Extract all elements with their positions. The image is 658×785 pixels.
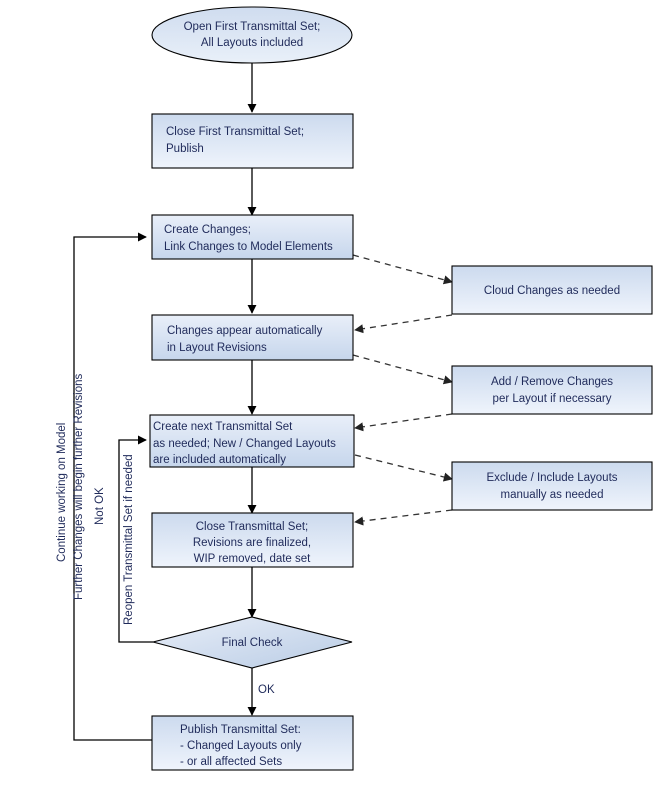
node-line: - Changed Layouts only (180, 740, 302, 752)
rect-shape (151, 214, 354, 260)
edge-label-further-changes: Further Changes will begin further Revis… (73, 373, 85, 600)
node-line: Open First Transmittal Set; (184, 21, 321, 33)
link-cloud-changes-to-changes-appear (354, 314, 453, 334)
rect-shape (151, 512, 354, 568)
link-changes-appear-to-add-remove (352, 354, 453, 385)
rect-shape (151, 314, 354, 361)
node-line: Close Transmittal Set; (196, 521, 308, 533)
node-line: Cloud Changes as needed (484, 285, 620, 297)
node-line: Exclude / Include Layouts (486, 472, 617, 484)
node-line: as needed; New / Changed Layouts (153, 438, 336, 450)
node-changes-appear-automatically[interactable]: Changes appear automatically in Layout R… (151, 314, 354, 361)
rect-shape (451, 265, 653, 315)
node-line: Create next Transmittal Set (153, 421, 293, 433)
link-create-changes-to-cloud-changes (352, 254, 453, 285)
node-create-next-transmittal-set[interactable]: Create next Transmittal Set as needed; N… (149, 414, 355, 468)
node-close-first-transmittal-set[interactable]: Close First Transmittal Set; Publish (151, 113, 354, 169)
node-add-remove-changes[interactable]: Add / Remove Changes per Layout if neces… (451, 365, 653, 415)
link-create-next-to-exclude-include (354, 454, 453, 482)
node-line: Final Check (222, 637, 283, 649)
node-line: Create Changes; (164, 224, 251, 236)
node-line: Publish (166, 143, 204, 155)
rect-shape (451, 461, 653, 511)
link-exclude-include-to-close-set (354, 509, 453, 526)
node-line: per Layout if necessary (493, 393, 612, 405)
rect-shape (451, 365, 653, 415)
link-publish-to-create-changes-loop (73, 232, 152, 741)
diamond-shape (152, 616, 353, 669)
node-create-changes[interactable]: Create Changes; Link Changes to Model El… (151, 214, 354, 260)
node-final-check[interactable]: Final Check (152, 616, 353, 669)
node-line: Link Changes to Model Elements (164, 241, 333, 253)
node-line: manually as needed (501, 489, 604, 501)
node-open-first-transmittal-set[interactable]: Open First Transmittal Set; All Layouts … (151, 6, 353, 64)
node-line: Publish Transmittal Set: (180, 724, 301, 736)
node-line: WIP removed, date set (194, 553, 312, 565)
edge-label-not-ok: Not OK (94, 487, 106, 525)
node-line: - or all affected Sets (180, 756, 282, 768)
node-line: Revisions are finalized, (193, 537, 311, 549)
edge-label-reopen-set: Reopen Transmittal Set if needed (123, 454, 135, 625)
node-line: in Layout Revisions (167, 342, 267, 354)
rect-shape (149, 414, 355, 468)
rect-shape (151, 113, 354, 169)
node-cloud-changes[interactable]: Cloud Changes as needed (451, 265, 653, 315)
ellipse-shape (151, 6, 353, 64)
node-close-transmittal-set[interactable]: Close Transmittal Set; Revisions are fin… (151, 512, 354, 568)
node-line: are included automatically (153, 454, 286, 466)
rect-shape (151, 715, 354, 771)
edge-label-ok: OK (258, 684, 275, 696)
node-line: Add / Remove Changes (491, 376, 613, 388)
node-line: Close First Transmittal Set; (166, 126, 304, 138)
node-publish-transmittal-set[interactable]: Publish Transmittal Set: - Changed Layou… (151, 715, 354, 771)
node-exclude-include-layouts[interactable]: Exclude / Include Layouts manually as ne… (451, 461, 653, 511)
link-final-check-not-ok-to-create-next (118, 435, 153, 643)
node-line: Changes appear automatically (167, 325, 323, 337)
node-line: All Layouts included (201, 37, 303, 49)
link-add-remove-to-create-next (354, 413, 453, 432)
edge-label-continue-working: Continue working on Model (56, 423, 68, 562)
